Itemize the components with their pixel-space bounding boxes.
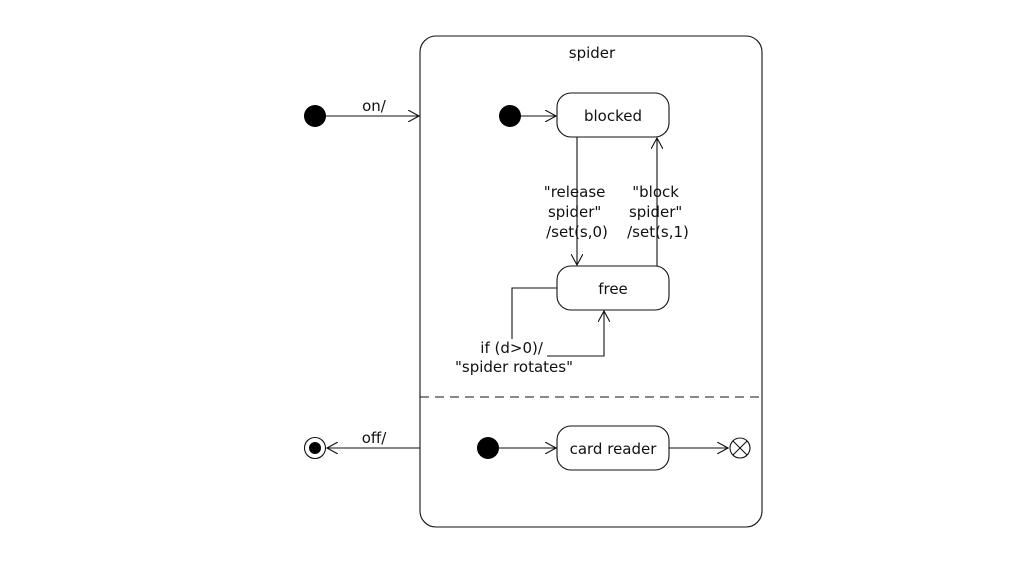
composite-state-name: spider <box>569 44 616 62</box>
state-card-reader-label: card reader <box>570 440 658 458</box>
region-2-initial <box>477 437 556 459</box>
state-free: free <box>556 265 670 311</box>
on-transition-label: on/ <box>362 97 387 115</box>
outer-final-state <box>303 436 327 460</box>
terminate-pseudostate <box>729 437 751 459</box>
region-1-initial-pseudostate <box>499 105 521 127</box>
region-1-initial <box>499 105 556 127</box>
off-transition-label: off/ <box>362 429 388 447</box>
transition-self-loop-rotates: if (d>0)/ "spider rotates" <box>455 287 604 376</box>
transition-release-spider: "release spider" /set(s,0) <box>544 137 610 265</box>
state-blocked: blocked <box>556 92 670 138</box>
card-reader-to-terminate <box>669 437 751 459</box>
release-transition-label: "release spider" /set(s,0) <box>544 183 610 241</box>
transition-off: off/ <box>303 429 420 460</box>
state-card-reader: card reader <box>556 425 670 471</box>
block-transition-label: "block spider" /set(s,1) <box>627 183 689 241</box>
self-loop-label-background <box>475 339 547 357</box>
region-2-initial-pseudostate <box>477 437 499 459</box>
state-free-label: free <box>598 280 628 298</box>
transition-on: on/ <box>304 97 419 127</box>
outer-initial-pseudostate <box>304 105 326 127</box>
state-blocked-label: blocked <box>584 107 642 125</box>
transition-block-spider: "block spider" /set(s,1) <box>627 138 689 266</box>
self-loop-label: if (d>0)/ "spider rotates" <box>455 339 573 376</box>
